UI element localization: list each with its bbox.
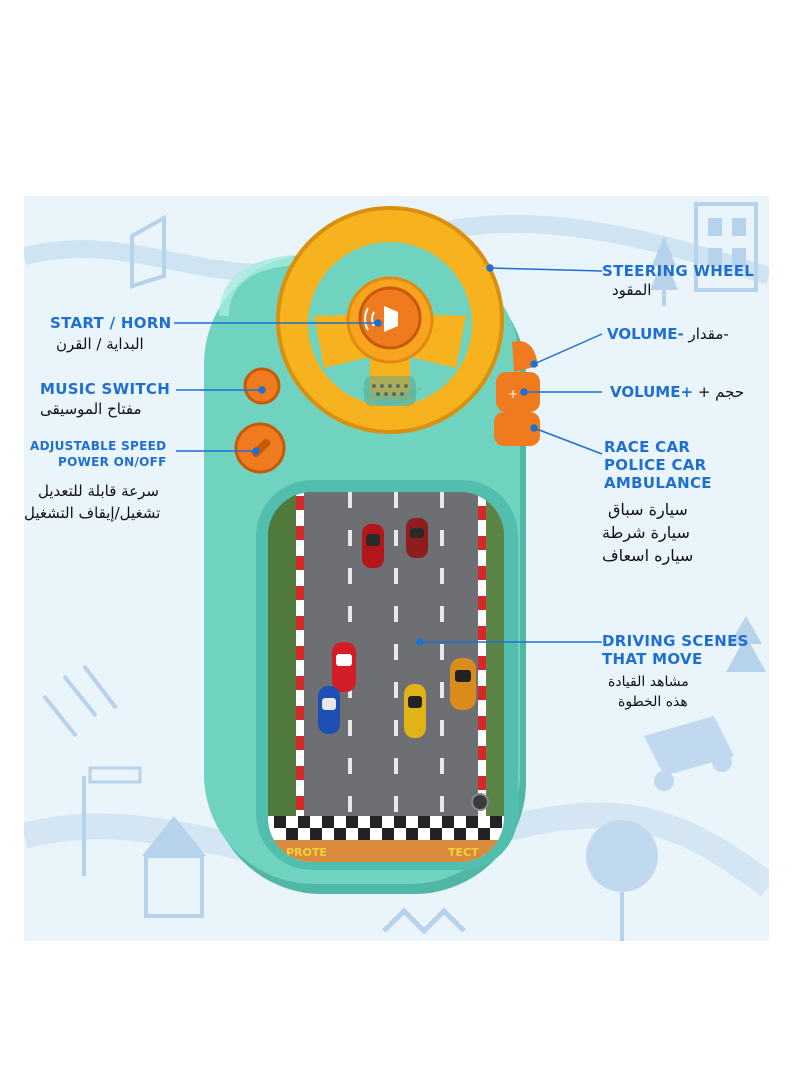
car-orange [450,658,476,710]
label-driving-scenes-ar1: مشاهد القيادة [608,674,689,690]
label-start-horn-ar: البداية / القرن [56,335,144,353]
race-track: PROTE TECT [268,492,504,862]
label-volume-minus: VOLUME- مقدار- [607,325,729,343]
label-driving-scenes-ar2: هذه الخطوة [618,694,688,710]
label-power-on-off: POWER ON/OFF [58,455,167,469]
car-darkred-top [406,518,428,558]
toy-illustration: PROTE TECT + [24,196,769,941]
speaker-grille [372,384,408,396]
svg-text:+: + [508,387,518,401]
label-that-move: THAT MOVE [602,650,703,668]
product-scene: PROTE TECT + [24,196,769,941]
car-yellow [404,684,426,738]
music-switch-button[interactable] [243,367,281,405]
label-ambulance-ar: سياره اسعاف [602,546,694,565]
banner-left-text: PROTE [286,846,327,859]
label-adjustable-speed-ar1: سرعة قابلة للتعديل [38,482,160,500]
label-volume-plus-ar: + حجم [697,383,745,401]
callout-lines [174,264,603,646]
label-steering-wheel: STEERING WHEEL [602,262,755,280]
label-volume-minus-ar: مقدار- [688,325,729,343]
label-race-car: RACE CAR [604,438,691,456]
vehicle-sound-button[interactable] [494,412,540,446]
label-volume-minus-en: VOLUME- [607,325,684,343]
label-volume-plus: VOLUME+ + حجم [610,383,744,401]
label-start-horn: START / HORN [50,314,172,332]
label-adjustable-speed: ADJUSTABLE SPEED [30,439,167,453]
car-blue [318,686,340,734]
car-red-bottom [332,642,356,692]
label-police-car: POLICE CAR [604,456,707,474]
label-music-switch: MUSIC SWITCH [40,380,171,398]
label-volume-plus-en: VOLUME+ [610,383,694,401]
volume-plus-button[interactable] [496,372,540,412]
label-steering-wheel-ar: المقود [612,281,652,299]
finish-line [268,816,504,862]
label-adjustable-speed-ar2: تشغيل/إيقاف التشغيل [24,504,161,522]
label-race-car-ar: سيارة سباق [608,500,688,519]
label-police-car-ar: سيارة شرطة [602,523,690,542]
label-driving-scenes: DRIVING SCENES [602,632,749,650]
label-ambulance: AMBULANCE [604,474,712,492]
horn-icon [364,306,398,332]
label-music-switch-ar: مفتاح الموسيقى [40,400,142,418]
banner-right-text: TECT [448,846,479,859]
car-red-top [362,524,384,568]
